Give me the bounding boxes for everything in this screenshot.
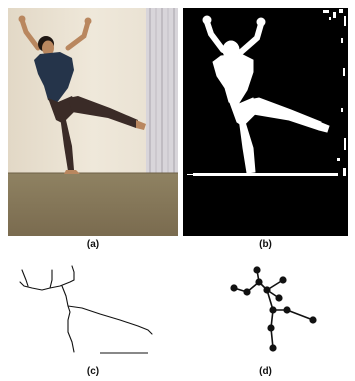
panel-a-photo bbox=[8, 8, 178, 236]
caption-d: (d) bbox=[183, 366, 348, 377]
graph-node bbox=[269, 344, 276, 351]
graph-node bbox=[283, 306, 290, 313]
graph-node bbox=[275, 294, 282, 301]
graph-node bbox=[267, 324, 274, 331]
curtain bbox=[146, 8, 178, 176]
person-photo bbox=[8, 8, 178, 236]
floor bbox=[8, 173, 178, 236]
panel-d-graph bbox=[183, 258, 348, 363]
silhouette-mask bbox=[183, 8, 348, 236]
graph-node bbox=[269, 306, 276, 313]
graph-node bbox=[279, 276, 286, 283]
skeleton-lines bbox=[8, 258, 178, 363]
panel-b-silhouette bbox=[183, 8, 348, 236]
skeleton-graph bbox=[183, 258, 348, 363]
caption-b: (b) bbox=[183, 239, 348, 250]
caption-a: (a) bbox=[8, 239, 178, 250]
panel-c-skeleton bbox=[8, 258, 178, 363]
caption-c: (c) bbox=[8, 366, 178, 377]
graph-node bbox=[253, 266, 260, 273]
mask-floor-line bbox=[193, 173, 338, 176]
graph-nodes bbox=[230, 266, 316, 351]
graph-node bbox=[263, 286, 270, 293]
graph-node bbox=[255, 278, 262, 285]
graph-node bbox=[309, 316, 316, 323]
graph-node bbox=[230, 284, 237, 291]
graph-node bbox=[243, 288, 250, 295]
